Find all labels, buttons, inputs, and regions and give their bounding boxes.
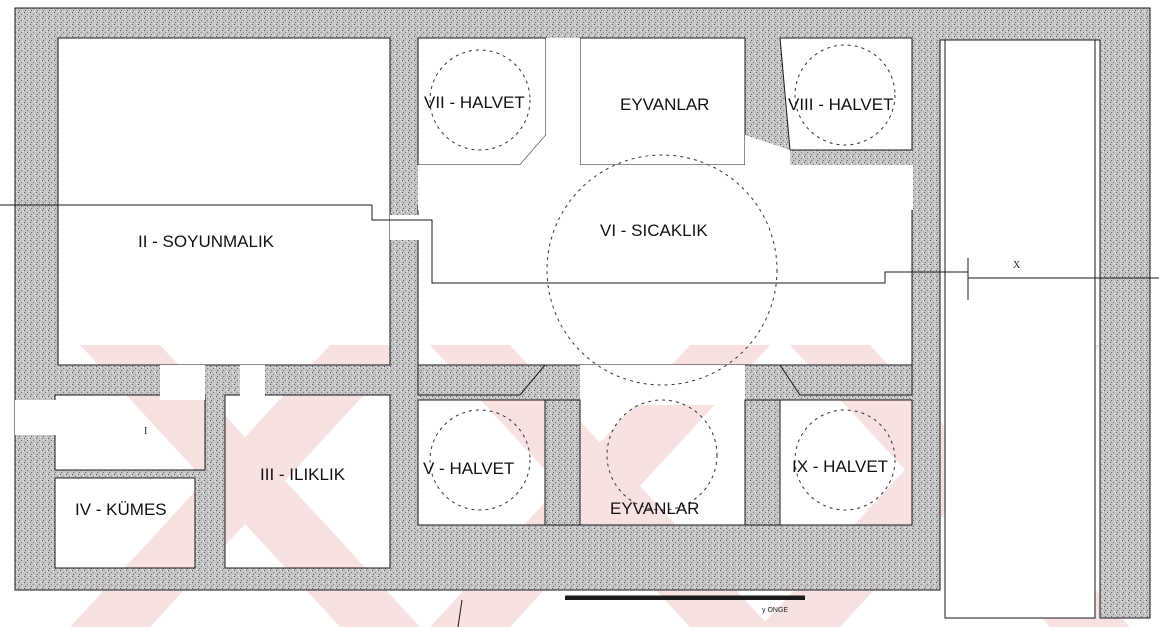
- label-section-mark: X: [1013, 260, 1021, 271]
- chamfer-walls: [417, 364, 913, 526]
- section-line: [0, 204, 1159, 300]
- north-mark: [457, 599, 463, 627]
- label-eyvan-bottom: EYVANLAR: [610, 499, 699, 518]
- label-kumes: IV - KÜMES: [75, 500, 167, 519]
- label-halvet-viii: VIII - HALVET: [788, 95, 894, 114]
- chamfer-left-top: [520, 135, 580, 190]
- door-soyunmalik-sicaklik: [390, 215, 420, 240]
- right-corridor: [944, 39, 1096, 619]
- sicaklik-upper-opening: [418, 165, 913, 210]
- label-eyvan-top: EYVANLAR: [620, 95, 709, 114]
- label-halvet-v: V - HALVET: [423, 459, 514, 478]
- eyvan-bottom-opening: [580, 365, 745, 405]
- eyvan-top-opening: [546, 38, 580, 213]
- dome-circles: [429, 44, 896, 511]
- label-halvet-ix: IX - HALVET: [792, 457, 888, 476]
- chamfer-right-top: [745, 135, 790, 190]
- door-iliklik-north: [240, 365, 265, 400]
- label-sicaklik: VI - SICAKLIK: [600, 221, 708, 240]
- door-soyunmalik-south: [160, 365, 205, 400]
- label-entrance-mark: I: [144, 426, 147, 437]
- label-scale-note: y ONGE: [762, 607, 788, 614]
- label-iliklik: III - ILIKLIK: [260, 465, 346, 484]
- label-soyunmalik: II - SOYUNMALIK: [138, 232, 275, 251]
- scale-bar: [565, 595, 805, 600]
- entrance-gap: [15, 400, 57, 435]
- label-halvet-vii: VII - HALVET: [424, 93, 525, 112]
